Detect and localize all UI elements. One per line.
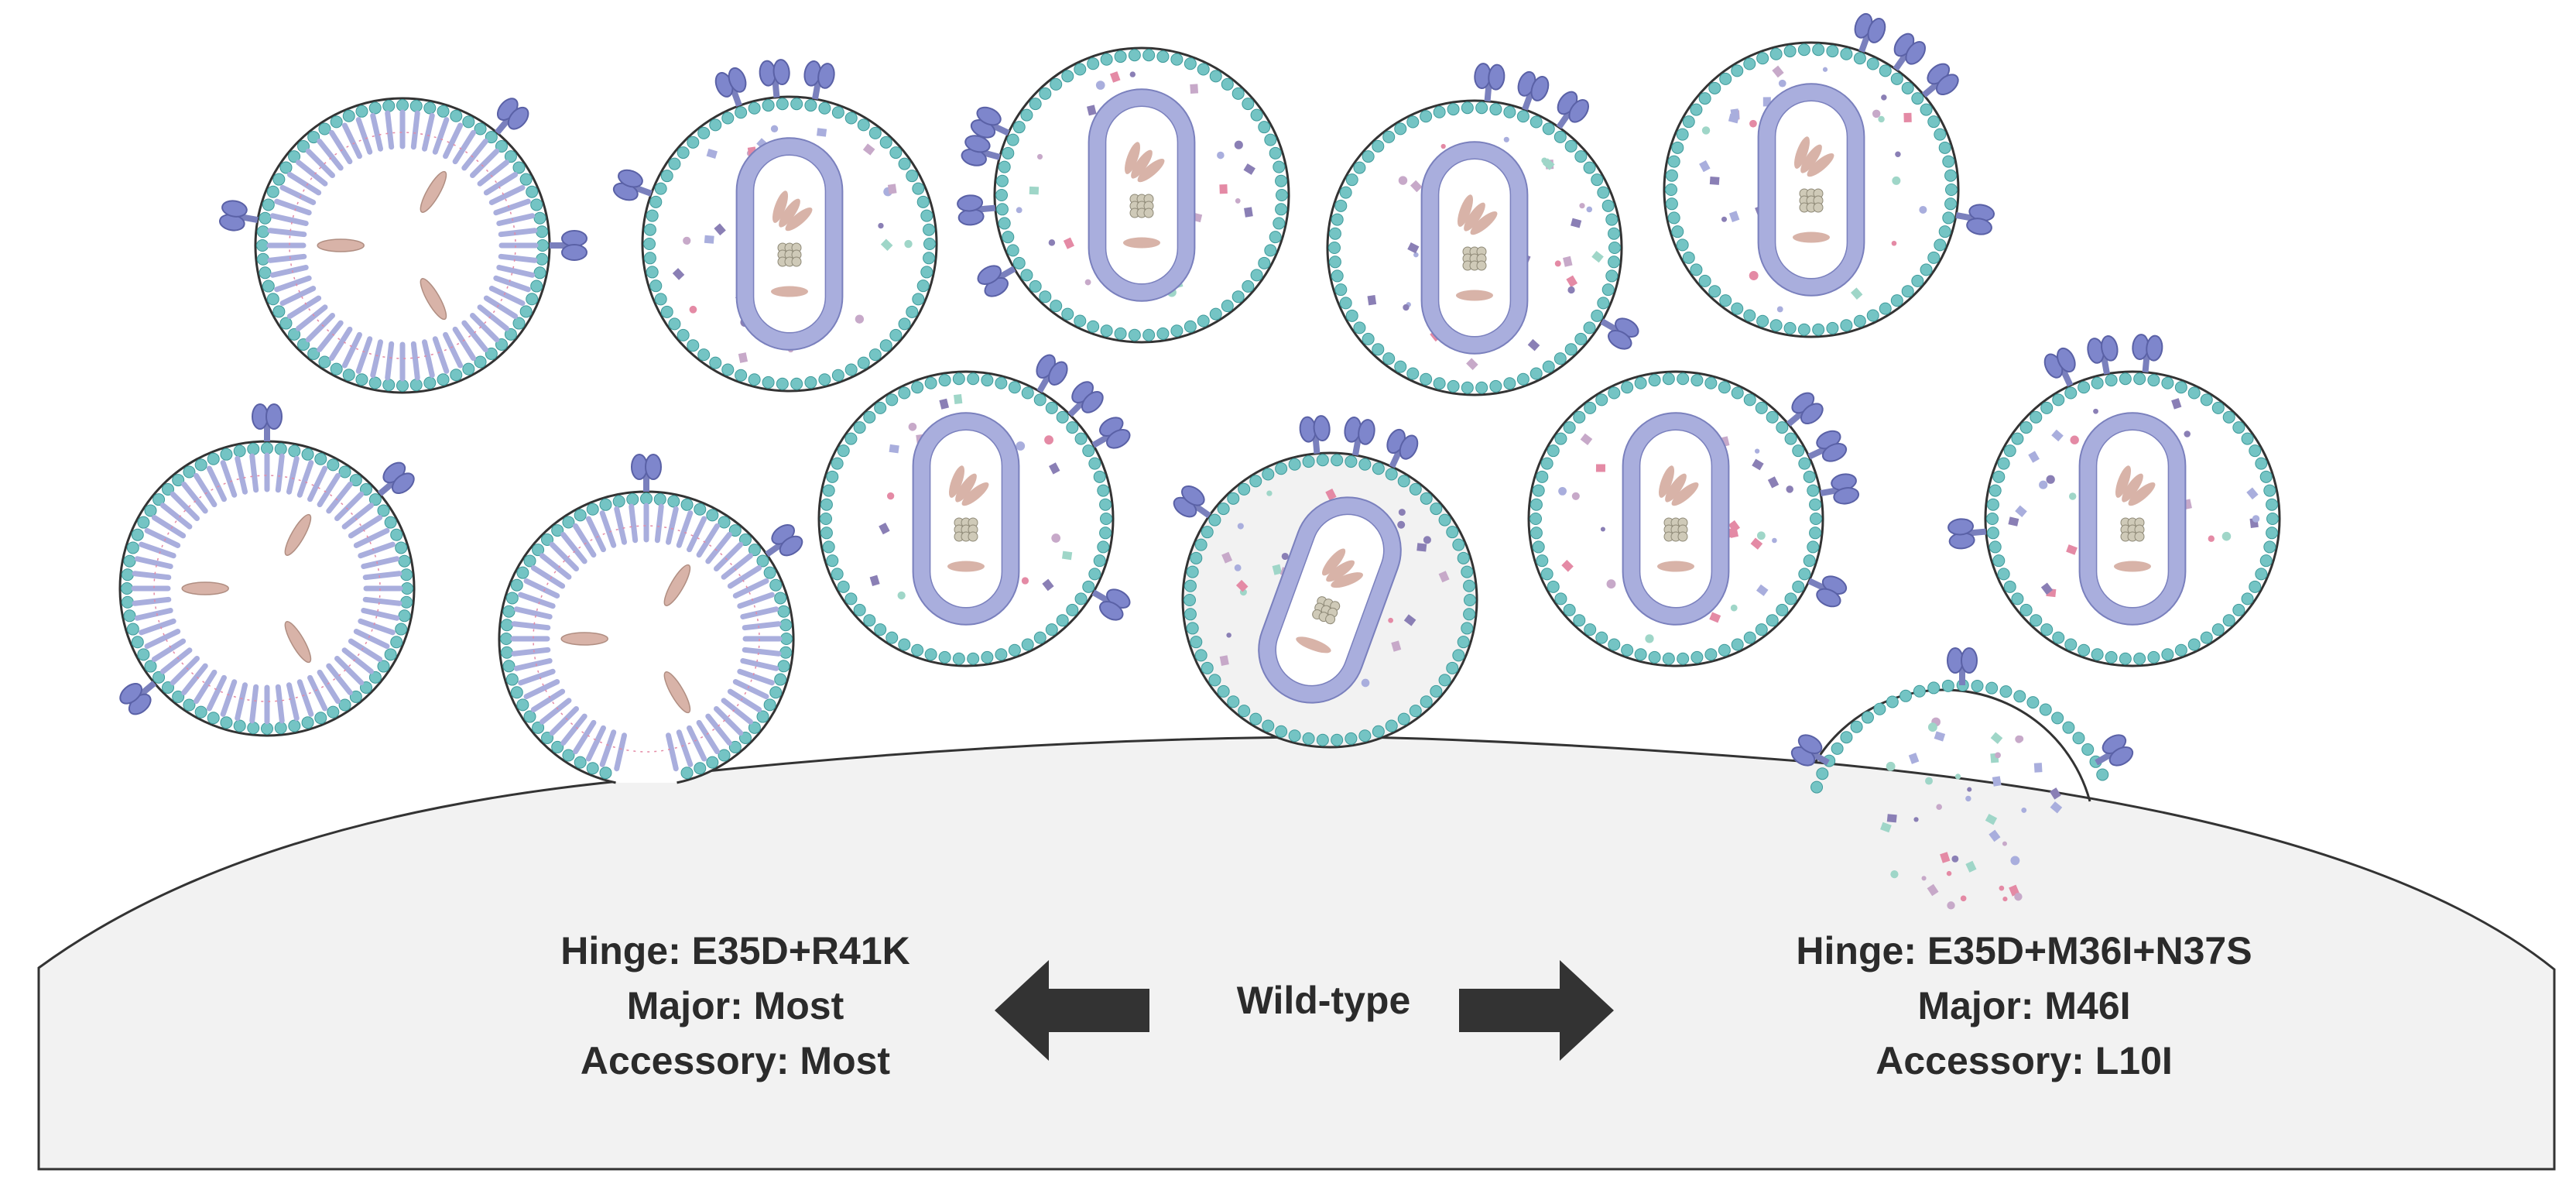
glycoprotein-spike xyxy=(631,454,662,492)
left-major-text: Major: Most xyxy=(626,984,844,1027)
glycoprotein-spike xyxy=(1036,354,1068,393)
conical-capsid-core xyxy=(735,137,844,351)
conical-capsid-core xyxy=(1757,83,1865,297)
glycoprotein-spike xyxy=(252,403,283,441)
glycoprotein-spike xyxy=(1820,473,1860,505)
glycoprotein-spike xyxy=(970,106,1010,139)
conical-capsid-core xyxy=(1088,88,1196,302)
glycoprotein-spike xyxy=(1091,417,1131,449)
glycoprotein-spike xyxy=(2043,347,2076,387)
arrow-right-icon xyxy=(1459,960,1614,1061)
mature-virion xyxy=(1947,334,2281,667)
left-hinge-text: Hinge: E35D+R41K xyxy=(560,929,910,972)
right-accessory-text: Accessory: L10I xyxy=(1875,1039,2173,1082)
conical-capsid-core xyxy=(1258,496,1402,704)
gag-lattice xyxy=(131,452,403,725)
glycoprotein-spike xyxy=(1807,430,1848,462)
right-major-text: Major: M46I xyxy=(1917,984,2131,1027)
right-hinge-text: Hinge: E35D+M36I+N37S xyxy=(1796,929,2252,972)
glycoprotein-spike xyxy=(1854,12,1886,53)
glycoprotein-spike xyxy=(1947,518,1987,550)
immature-virion xyxy=(118,403,416,737)
glycoprotein-spike xyxy=(1344,416,1375,456)
budding-virion xyxy=(1790,647,2134,910)
left-mutation-label: Hinge: E35D+R41K Major: Most Accessory: … xyxy=(364,924,1107,1089)
mature-virion xyxy=(612,59,938,393)
gag-lattice xyxy=(510,503,783,772)
glycoprotein-spike xyxy=(1299,415,1331,455)
right-mutation-label: Hinge: E35D+M36I+N37S Major: M46I Access… xyxy=(1637,924,2411,1089)
glycoprotein-spike xyxy=(957,194,996,226)
glycoprotein-spike xyxy=(1091,588,1131,621)
mature-virion xyxy=(1326,63,1639,396)
immature-virion xyxy=(498,454,803,784)
glycoprotein-spike xyxy=(1517,70,1550,111)
glycoprotein-spike xyxy=(1947,647,1978,685)
wild-type-text: Wild-type xyxy=(1236,979,1411,1022)
mature-virion xyxy=(817,354,1131,667)
glycoprotein-spike xyxy=(2132,334,2163,373)
glycoprotein-spike xyxy=(550,230,587,261)
glycoprotein-spike xyxy=(714,67,747,107)
mature-virion xyxy=(1527,370,1860,667)
glycoprotein-spike xyxy=(1790,734,1830,767)
glycoprotein-spike xyxy=(1474,63,1506,102)
gag-lattice xyxy=(266,109,539,382)
immature-virion xyxy=(218,97,587,394)
glycoprotein-spike xyxy=(803,60,835,100)
conical-capsid-core xyxy=(912,412,1020,626)
virion-particles xyxy=(118,12,2281,910)
glycoprotein-spike xyxy=(377,461,415,496)
left-accessory-text: Accessory: Most xyxy=(580,1039,891,1082)
mature-virion xyxy=(1663,12,1995,338)
glycoprotein-spike xyxy=(2087,334,2119,375)
glycoprotein-spike xyxy=(765,523,803,557)
glycoprotein-spike xyxy=(1921,63,1959,98)
glycoprotein-spike xyxy=(1600,317,1639,350)
glycoprotein-spike xyxy=(1786,392,1824,427)
glycoprotein-spike xyxy=(1893,33,1927,71)
conical-capsid-core xyxy=(2078,412,2187,626)
glycoprotein-spike xyxy=(759,59,790,98)
glycoprotein-spike xyxy=(1955,204,1995,235)
glycoprotein-spike xyxy=(1556,91,1590,129)
glycoprotein-spike xyxy=(119,681,157,715)
glycoprotein-spike xyxy=(1067,381,1104,417)
conical-capsid-core xyxy=(1622,412,1730,626)
mature-virion xyxy=(1173,415,1478,749)
glycoprotein-spike xyxy=(977,265,1016,297)
arrow-left-icon xyxy=(995,960,1149,1061)
glycoprotein-spike xyxy=(612,169,653,201)
conical-capsid-core xyxy=(1420,141,1529,355)
glycoprotein-spike xyxy=(495,98,529,135)
glycoprotein-spike xyxy=(2095,734,2134,767)
glycoprotein-spike xyxy=(1386,428,1419,468)
glycoprotein-spike xyxy=(218,200,259,232)
mature-virion xyxy=(957,46,1290,344)
glycoprotein-spike xyxy=(1807,575,1848,608)
wild-type-label: Wild-type xyxy=(1161,973,1486,1028)
glycoprotein-spike xyxy=(1173,485,1211,519)
